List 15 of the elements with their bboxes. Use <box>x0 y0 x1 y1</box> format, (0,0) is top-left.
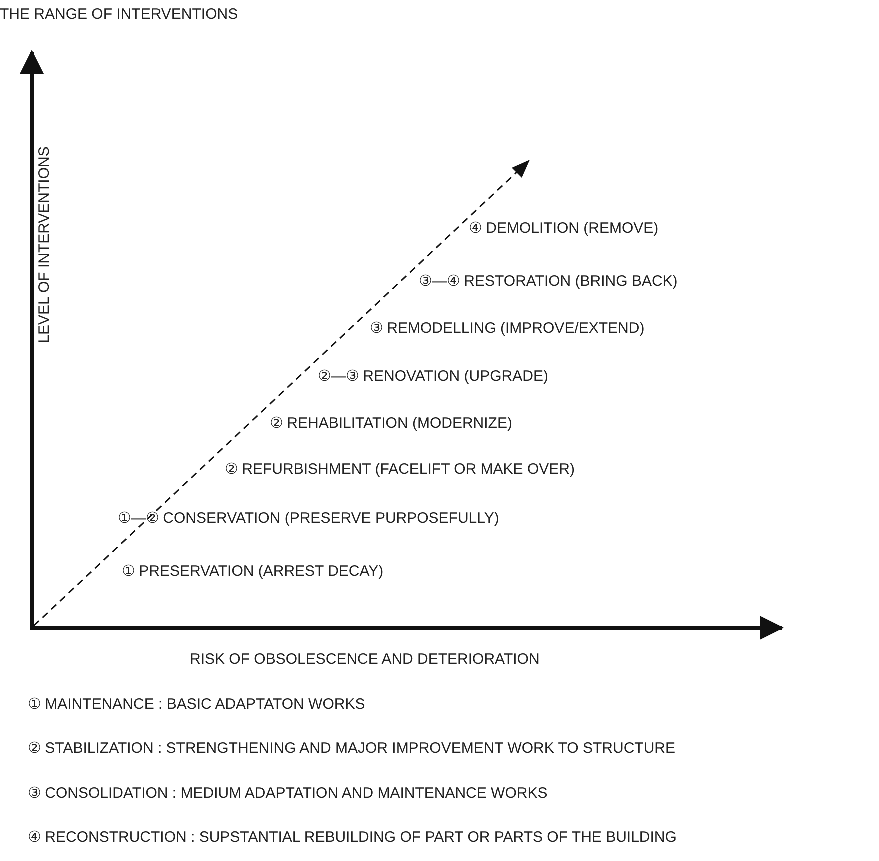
chart-title: THE RANGE OF INTERVENTIONS <box>0 6 238 24</box>
intervention-label: ①—② CONSERVATION (PRESERVE PURPOSEFULLY) <box>118 510 500 528</box>
legend-text: ② STABILIZATION : STRENGTHENING AND MAJOR IMPROVEMENT WORK TO STRUCTURE <box>28 740 676 758</box>
intervention-label: ① PRESERVATION (ARREST DECAY) <box>122 563 384 581</box>
intervention-label: ② REHABILITATION (MODERNIZE) <box>270 415 512 433</box>
legend-text: ④ RECONSTRUCTION : SUPSTANTIAL REBUILDING OF PART OR PARTS OF THE BUILDING <box>28 829 677 847</box>
intervention-label: ③ REMODELLING (IMPROVE/EXTEND) <box>370 320 645 338</box>
intervention-label: ④ DEMOLITION (REMOVE) <box>469 220 659 238</box>
intervention-label: ②—③ RENOVATION (UPGRADE) <box>318 368 548 386</box>
axis-label: LEVEL OF INTERVENTIONS <box>36 146 54 345</box>
legend-text: ① MAINTENANCE : BASIC ADAPTATON WORKS <box>28 696 366 714</box>
axis-label: RISK OF OBSOLESCENCE AND DETERIORATION <box>190 651 540 669</box>
intervention-label: ② REFURBISHMENT (FACELIFT OR MAKE OVER) <box>225 461 575 479</box>
intervention-label: ③—④ RESTORATION (BRING BACK) <box>419 273 678 291</box>
legend-text: ③ CONSOLIDATION : MEDIUM ADAPTATION AND MAINTENANCE WORKS <box>28 785 548 803</box>
